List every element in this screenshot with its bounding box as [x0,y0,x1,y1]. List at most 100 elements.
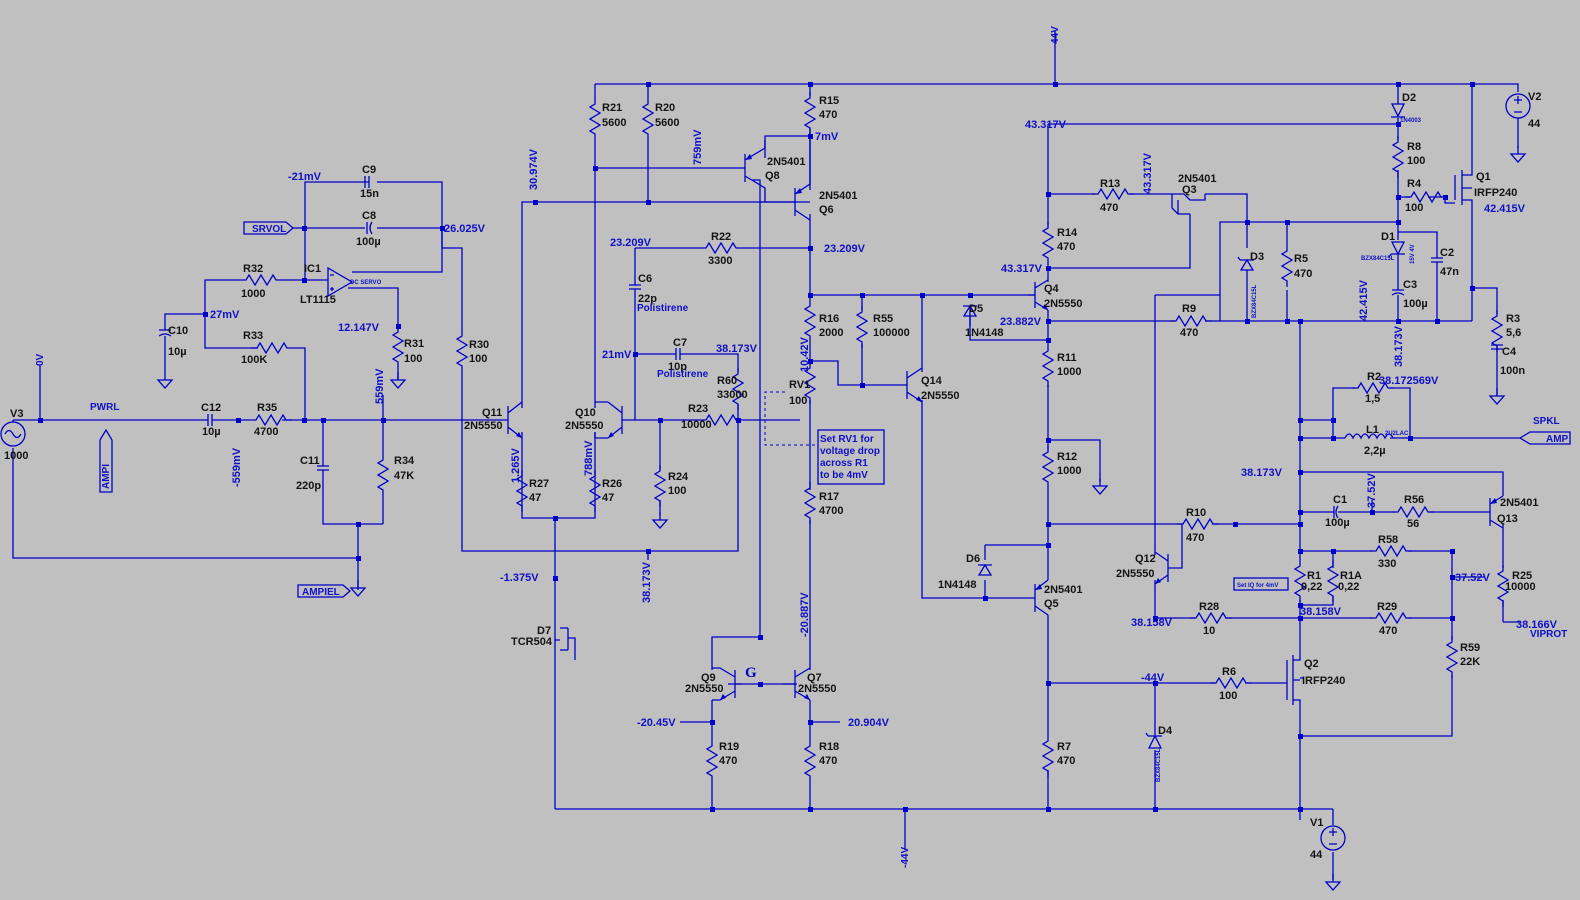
label-R29-ref: R29 [1377,601,1397,613]
label-R2-val: 1,5 [1365,393,1380,405]
voltage-n22: 43.317V [1025,119,1067,131]
label-Q12-val: 2N5550 [1116,568,1155,580]
resistor-R6 [1209,677,1253,689]
resistor-R18 [804,739,816,783]
label-V2-ref: V2 [1528,91,1541,103]
label-R4-val: 100 [1405,202,1423,214]
label-R2-ref: R2 [1367,371,1381,383]
net-0v: 0V [35,353,46,366]
label-D3-ref: D3 [1250,251,1264,263]
resistor-R33 [250,342,294,354]
voltage-n15: 1.265V [510,447,522,483]
resistor-R31 [392,325,404,369]
transistor-Q9 [712,667,742,701]
source-V2 [1505,93,1531,124]
label-Q3-ref: Q3 [1182,184,1197,196]
resistor-R19 [706,739,718,783]
label-D3-val: BZX84C15L [1252,284,1258,318]
resistor-R35 [249,414,293,426]
label-Q4-ref: Q4 [1044,283,1060,295]
voltage-n35: 38.166V [1516,619,1558,631]
net-44v-bottom: -44V [900,847,911,868]
voltage-n33: 38.158V [1131,617,1173,629]
label-D5-val: 1N4148 [965,327,1004,339]
ground-symbol [157,371,173,389]
label-R9-val: 470 [1180,327,1198,339]
mosfet-Q1 [1454,165,1473,205]
junctions [38,82,1475,812]
source-V1 [1320,825,1346,851]
label-R19-val: 470 [719,755,737,767]
label-C2-val: 47n [1440,266,1459,278]
capacitor-C10 [158,329,172,345]
label-D7-ref: D7 [537,625,551,637]
label-R34-ref: R34 [394,455,415,467]
label-R1A-ref: R1A [1340,570,1362,582]
label-R59-val: 22K [1460,656,1480,668]
label-C3-ref: C3 [1403,279,1417,291]
diode-D6 [977,563,993,576]
label-Q10-ref: Q10 [575,407,596,419]
label-R31-val: 100 [404,353,422,365]
label-R11-ref: R11 [1057,352,1077,364]
capacitor-C7 [670,348,688,360]
voltage-n20: -20.45V [637,717,676,729]
inductor-L1 [1344,433,1394,440]
ground-symbol [1489,387,1505,405]
label-Q4-val: 2N5550 [1044,298,1083,310]
resistor-R12 [1042,445,1054,489]
label-R34-val: 47K [394,470,414,482]
label-R14-val: 470 [1057,241,1075,253]
label-R18-val: 470 [819,755,837,767]
resistor-R22 [699,242,743,254]
transistor-Q4 [1028,279,1049,311]
grounds [157,145,1526,891]
net-labels: 44V -44V 0V PWRL SRVOL AMPIEL AMPI SPKL … [35,26,1569,868]
label-R55-ref: R55 [873,313,893,325]
note-rv1-line4: to be 4mV [820,470,868,481]
label-IC1-note: DC SERVO [350,280,382,286]
flag-ampi [99,428,113,493]
label-R55-val: 100000 [873,327,910,339]
voltage-labels: -21mV 26.025V 27mV 12.147V 559mV -559mV … [210,119,1558,729]
note-box-iq [1233,577,1289,591]
label-R1-ref: R1 [1307,570,1321,582]
resistor-R11 [1042,344,1054,388]
label-R27-ref: R27 [529,478,549,490]
ground-symbol [390,371,406,389]
label-R11-val: 1000 [1057,366,1081,378]
label-L1-ref: L1 [1366,424,1379,436]
label-R27-val: 47 [529,492,541,504]
label-D1-val: BZX84C15L [1361,256,1395,262]
voltage-n34: 38.158V [1300,606,1342,618]
label-R18-ref: R18 [819,741,839,753]
label-Q2-ref: Q2 [1304,658,1319,670]
voltage-n14: 10.42V [799,336,811,372]
net-spkl: SPKL [1533,416,1560,427]
label-Q9-ref: Q9 [701,672,716,684]
label-Q14-ref: Q14 [921,375,943,387]
label-R17-ref: R17 [819,491,839,503]
label-R6-val: 100 [1219,690,1237,702]
label-C10-val: 10µ [168,346,187,358]
voltage-n24: 43.317V [1001,263,1043,275]
label-R26-ref: R26 [602,478,622,490]
label-D4-ref: D4 [1158,725,1173,737]
component-labels: C9 15n C8 100µ R32 1000 IC1 LT1115 DC SE… [4,91,1541,861]
transistor-Q3 [1171,193,1206,215]
resistor-R1A [1327,559,1339,603]
label-Q2-val: IRFP240 [1302,675,1345,687]
label-V1-ref: V1 [1310,817,1323,829]
voltage-n32: 37.52V [1455,572,1491,584]
diode-D7 [554,620,576,660]
resistor-R32 [239,274,283,286]
label-R13-ref: R13 [1100,178,1120,190]
label-D2-ref: D2 [1402,92,1416,104]
net-pwrl: PWRL [90,402,119,413]
label-D1-ref: D1 [1381,231,1395,243]
label-R35-val: 4700 [254,426,278,438]
label-Q8-val: 2N5401 [767,156,806,168]
resistor-R59 [1446,635,1458,679]
voltage-n36: -44V [1141,672,1165,684]
capacitor-C12 [200,414,218,426]
